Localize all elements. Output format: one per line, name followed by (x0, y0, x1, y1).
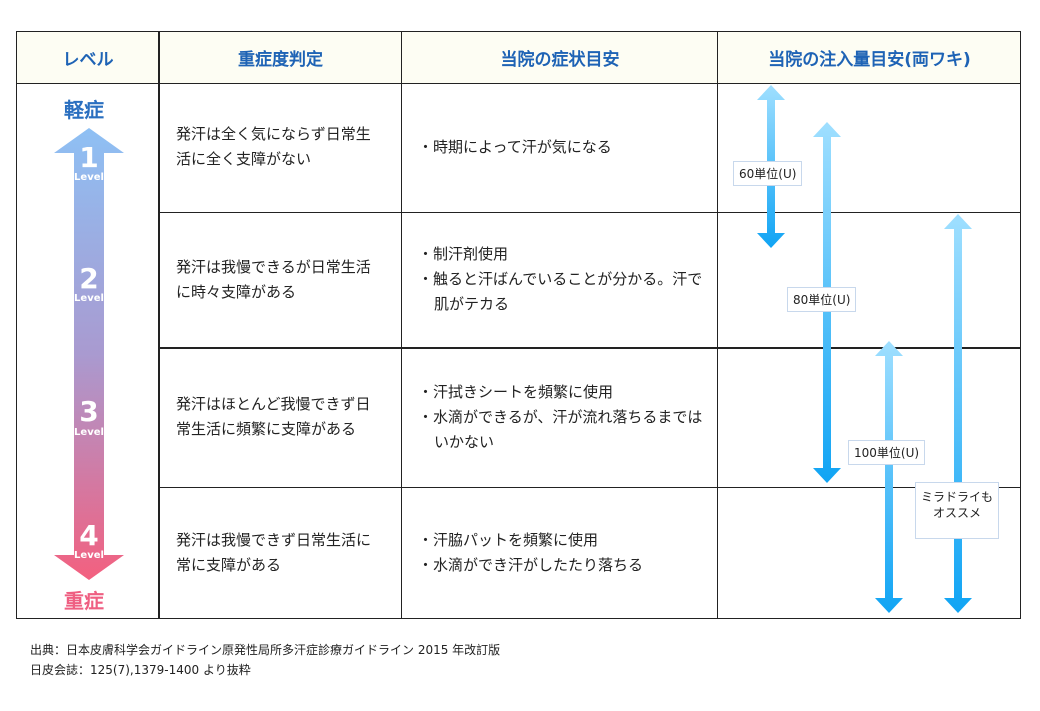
level-word: Level (74, 427, 104, 438)
divider (717, 32, 718, 618)
source-line: 出典：日本皮膚科学会ガイドライン原発性局所多汗症診療ガイドライン 2015 年改… (30, 643, 501, 657)
divider (401, 32, 402, 618)
severity-cell: 発汗は全く気にならず日常生活に全く支障がない (176, 125, 371, 168)
symptoms-cell: ・時期によって汗が気になる (418, 82, 708, 212)
header-severity: 重症度判定 (238, 50, 323, 70)
symptoms-cell: ・制汗剤使用 ・触ると汗ばんでいることが分かる。汗で肌がテカる (418, 212, 708, 347)
miradry-line: オススメ (932, 506, 981, 520)
header-dose: 当院の注入量目安(両ワキ) (768, 50, 971, 70)
dose-arrow-miradry (944, 214, 972, 613)
level-word: Level (74, 550, 104, 561)
level-number: 3 (79, 395, 99, 428)
divider (159, 212, 1020, 213)
dose-label-60: 60単位(U) (733, 161, 803, 186)
symptom-item: ・水滴ができ汗がしたたり落ちる (418, 556, 644, 574)
symptoms-cell: ・汗脇パットを頻繁に使用 ・水滴ができ汗がしたたり落ちる (418, 487, 708, 619)
severity-cell: 発汗はほとんど我慢できず日常生活に頻繁に支障がある (176, 395, 371, 438)
dose-label-miradry: ミラドライも オススメ (915, 482, 999, 539)
severity-cell: 発汗は我慢できず日常生活に常に支障がある (176, 531, 372, 574)
level-double-arrow (54, 128, 124, 580)
level-number: 2 (79, 262, 99, 295)
symptom-item: ・汗拭きシートを頻繁に使用 (418, 382, 614, 401)
symptom-item: ・時期によって汗が気になる (418, 137, 612, 156)
miradry-line: ミラドライも (921, 490, 994, 504)
level-number: 4 (79, 519, 99, 552)
dose-label-100: 100単位(U) (848, 440, 926, 465)
header-symptoms: 当院の症状目安 (500, 50, 620, 70)
level-word: Level (74, 293, 104, 304)
symptom-item: ・制汗剤使用 (418, 245, 509, 263)
level-number: 1 (79, 141, 99, 174)
divider (159, 347, 1020, 349)
level-word: Level (74, 172, 104, 183)
symptoms-cell: ・汗拭きシートを頻繁に使用 ・水滴ができるが、汗が流れ落ちるまではいかない (418, 347, 708, 487)
severity-table: レベル 重症度判定 当院の症状目安 当院の注入量目安(両ワキ) (16, 31, 1021, 619)
dose-arrow-100 (875, 341, 903, 613)
severity-cell: 発汗は我慢できるが日常生活に時々支障がある (176, 257, 371, 301)
severe-label: 重症 (64, 589, 104, 613)
symptom-item: ・触ると汗ばんでいることが分かる。汗で肌がテカる (418, 270, 703, 313)
symptom-item: ・水滴ができるが、汗が流れ落ちるまではいかない (418, 407, 703, 451)
header-level: レベル (62, 50, 114, 70)
symptom-item: ・汗脇パットを頻繁に使用 (418, 531, 599, 549)
divider (159, 487, 1020, 488)
dose-label-80: 80単位(U) (787, 287, 857, 312)
mild-label: 軽症 (64, 98, 104, 122)
table-header (17, 32, 1020, 84)
divider (158, 32, 160, 618)
source-line: 日皮会誌：125(7),1379-1400 より抜粋 (30, 663, 251, 677)
